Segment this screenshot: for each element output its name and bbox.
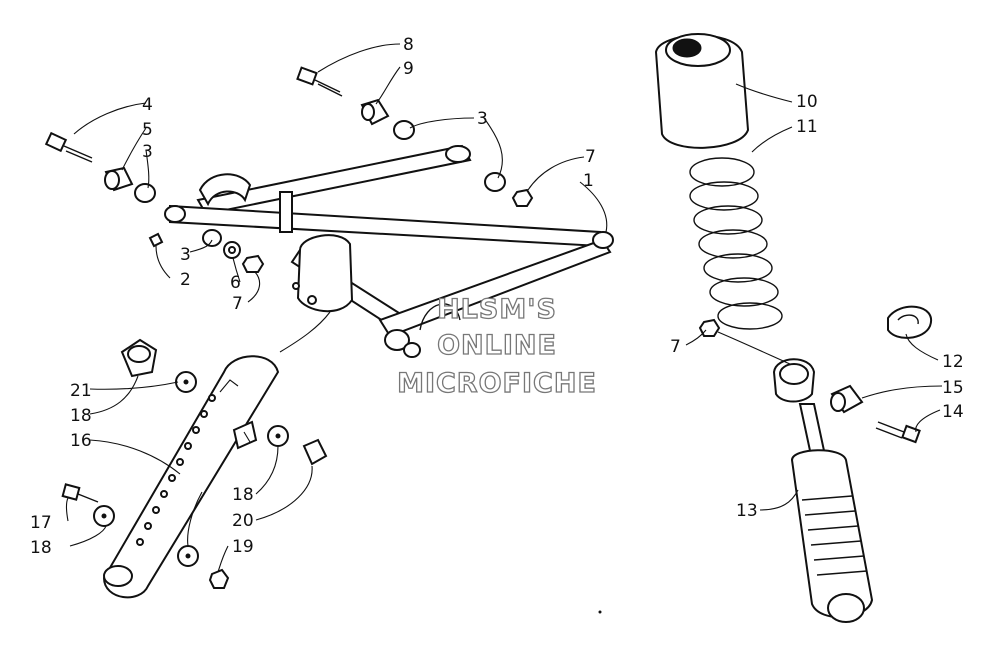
callout-15: 15 [942,378,964,398]
callout-9: 9 [403,59,414,79]
bolt-4 [44,131,93,163]
callout-14: 14 [942,402,964,422]
washer-18-left [93,505,115,527]
callout-7-mid: 7 [232,294,243,314]
sleeve-15 [830,384,864,414]
callout-6: 6 [230,273,241,293]
grease-fitting-2 [148,232,164,248]
callout-5: 5 [142,120,153,140]
washer-6 [223,241,241,259]
callout-1: 1 [583,171,594,191]
a-arm-assembly [164,144,614,358]
callout-18-b: 18 [232,485,254,505]
watermark: HLSM'S ONLINE MICROFICHE [396,293,597,399]
callout-2: 2 [180,270,191,290]
spring-11 [689,157,783,330]
callout-18-a: 18 [70,406,92,426]
bushing-3-top [393,120,415,140]
speck [598,610,602,614]
callout-21: 21 [70,381,92,401]
callout-10: 10 [796,92,818,112]
bolt-17 [61,483,99,503]
callout-18-c: 18 [30,538,52,558]
callout-17: 17 [30,513,52,533]
bolt-8 [296,66,343,97]
nut-7-mid [241,254,265,273]
watermark-line-1: HLSM'S [437,294,557,325]
bushing-3-mid [202,229,222,247]
nut-19 [208,568,230,589]
bushing-3-left [134,183,156,203]
knob-21 [120,338,158,378]
callout-numbers: 8 9 3 4 5 3 7 1 3 2 6 7 10 11 7 12 15 14… [30,35,964,558]
callout-12: 12 [942,352,964,372]
callout-3-top: 3 [477,109,488,129]
washer-18-top [175,371,197,393]
callout-7-top: 7 [585,147,596,167]
callout-11: 11 [796,117,818,137]
leader-lines [65,43,943,573]
clip-20 [302,438,328,466]
sleeve-5 [104,166,134,192]
callout-7-right: 7 [670,337,681,357]
boot-10 [654,33,750,149]
callout-8: 8 [403,35,414,55]
callout-16: 16 [70,431,92,451]
callout-3-mid: 3 [180,245,191,265]
nut-7-top [511,188,534,207]
retainer-12 [887,305,933,339]
washer-18-bottom [177,545,199,567]
strap-16 [102,355,280,599]
watermark-line-2: ONLINE [437,330,557,361]
callout-4: 4 [142,95,153,115]
callout-20: 20 [232,511,254,531]
sleeve-9 [360,98,390,126]
bolt-14 [875,421,921,444]
callout-13: 13 [736,501,758,521]
callout-19: 19 [232,537,254,557]
callout-3-left: 3 [142,142,153,162]
shock-13 [772,358,874,623]
washer-18-right [267,425,289,447]
bushing-3-right [484,172,506,192]
watermark-line-3: MICROFICHE [397,368,597,399]
